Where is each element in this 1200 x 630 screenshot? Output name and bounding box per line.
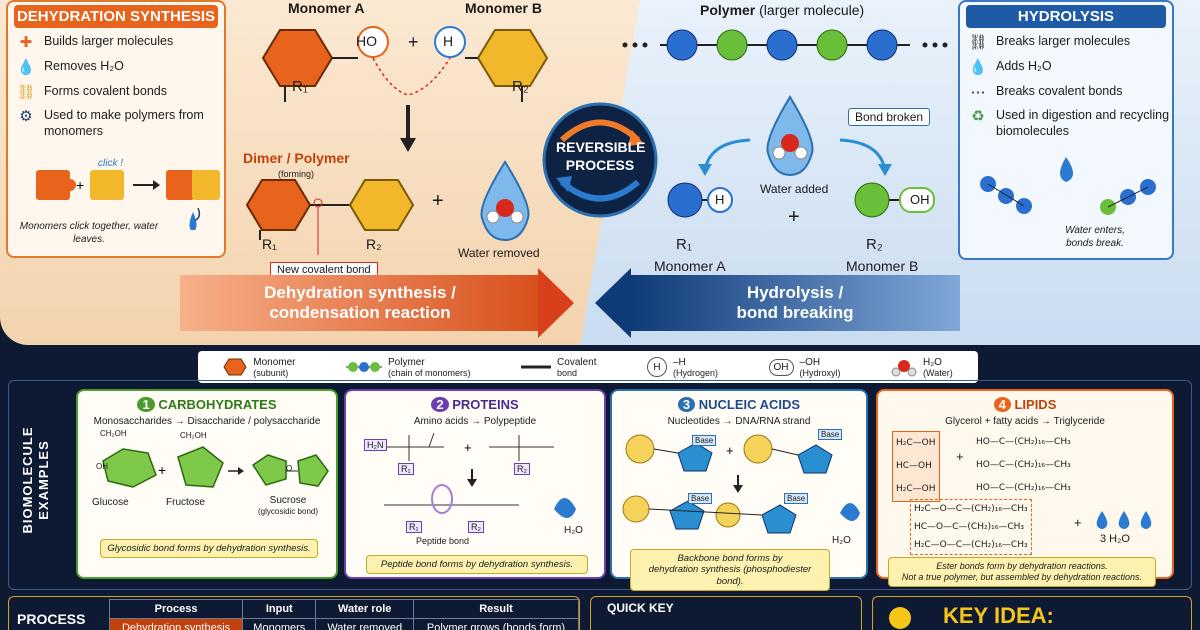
svg-text:+: + — [726, 443, 734, 458]
svg-text:+: + — [158, 462, 166, 478]
synthesis-arrow: Dehydration synthesis /condensation reac… — [180, 275, 540, 331]
quick-key-label: QUICK KEY — [607, 601, 674, 615]
click-label: click ! — [98, 158, 123, 169]
quick-key-panel: QUICK KEY — [590, 596, 862, 630]
card-proteins: 2 PROTEINS Amino acids → Polypeptide + H… — [344, 389, 606, 579]
legend: Monomer(subunit) Polymer(chain of monome… — [198, 351, 978, 383]
dehydration-info-box: DEHYDRATION SYNTHESIS ✚Builds larger mol… — [6, 0, 226, 258]
hyd-r1: R₁ — [676, 236, 692, 253]
three-water-drops — [1096, 511, 1152, 529]
hydrolysis-title: HYDROLYSIS — [966, 5, 1166, 28]
recycle-icon: ♻ — [971, 108, 985, 126]
polymer-chain — [622, 29, 948, 61]
nucleotide-structures: + — [622, 434, 860, 534]
monomer-b-title: Monomer B — [465, 0, 542, 16]
polymer-title: Polymer (larger molecule) — [700, 2, 865, 18]
sugar-rings: + — [102, 446, 329, 488]
triglyceride: H₂C—O—C—(CH₂)₁₆—CH₃ HC—O—C—(CH₂)₁₆—CH₃ H… — [910, 499, 1032, 555]
lipids-note: Ester bonds form by dehydration reaction… — [888, 557, 1156, 587]
legend-hydrogen: H–H(Hydrogen) — [647, 357, 718, 378]
dimer-molecule — [245, 179, 415, 255]
hydrolysis-info-box: HYDROLYSIS ⛓Breaks larger molecules 💧Add… — [958, 0, 1174, 260]
broken-chain-icon: ⋯ — [970, 83, 986, 101]
legend-monomer: Monomer(subunit) — [223, 357, 296, 378]
monomer-a-title: Monomer A — [288, 0, 365, 16]
hydrolysis-arrow: Hydrolysis /bond breaking — [630, 275, 960, 331]
hydrolysis-caption: Water enters,bonds break. — [1065, 225, 1125, 249]
hydrolysis-illustration — [980, 157, 1156, 215]
fatty-acids: HO—C—(CH₂)₁₆—CH₃ HO—C—(CH₂)₁₆—CH₃ HO—C—(… — [976, 437, 1071, 493]
sun-icon — [889, 607, 911, 629]
water-added-drop — [766, 95, 814, 177]
forming-label: (forming) — [278, 169, 315, 179]
r1-label: R₁ — [292, 78, 308, 95]
synthesis-reactants — [261, 26, 549, 152]
water-drop-icon: 💧 — [968, 58, 988, 76]
r2-label: R₂ — [512, 78, 529, 95]
glycerol-structure: H₂C—OH HC—OH H₂C—OH — [892, 431, 940, 502]
bond-broken-label: Bond broken — [848, 108, 931, 126]
gear-icon: ⚙ — [19, 108, 33, 126]
h-label: H — [443, 33, 454, 49]
svg-text:+: + — [76, 177, 84, 193]
water-removed-label: Water removed — [458, 246, 540, 260]
puzzle-icon: ✚ — [19, 34, 33, 51]
process-table-panel: PROCESS Process Input Water role Result … — [8, 596, 580, 630]
puzzle-click-illustration: + — [36, 170, 220, 230]
water-added-label: Water added — [760, 182, 829, 196]
hyd-r2: R₂ — [866, 236, 883, 253]
process-label: PROCESS — [17, 611, 86, 627]
legend-water: H₂O(Water) — [891, 357, 953, 378]
key-idea-panel: KEY IDEA: — [872, 596, 1192, 630]
amino-acid-structures: + — [384, 432, 576, 518]
plus-3: + — [788, 206, 800, 228]
ho-label: HO — [356, 33, 377, 49]
hyd-monomer-a: Monomer A — [654, 258, 726, 274]
process-table: Process Input Water role Result Dehydrat… — [108, 599, 579, 630]
plus-2: + — [432, 190, 444, 212]
hyd-monomer-b: Monomer B — [846, 258, 919, 274]
oh-product-label: OH — [910, 192, 930, 207]
legend-polymer: Polymer(chain of monomers) — [346, 357, 471, 378]
card-nucleic-acids: 3 NUCLEIC ACIDS Nucleotides → DNA/RNA st… — [610, 389, 868, 592]
dehydration-title: DEHYDRATION SYNTHESIS — [14, 5, 218, 28]
plus-1: + — [408, 32, 419, 52]
proteins-note: Peptide bond forms by dehydration synthe… — [366, 555, 588, 574]
hydrolysis-arrowhead — [595, 268, 631, 338]
water-removed-drop — [480, 160, 530, 242]
dimer-title: Dimer / Polymer — [243, 150, 350, 166]
synthesis-arrowhead — [538, 268, 574, 338]
key-idea-label: KEY IDEA: — [943, 603, 1054, 628]
broken-link-icon: ⛓ — [968, 34, 988, 51]
h-product-label: H — [715, 192, 725, 207]
carbs-note: Glycosidic bond forms by dehydration syn… — [100, 539, 318, 558]
svg-text:+: + — [464, 440, 472, 455]
dehydration-caption: Monomers click together, water leaves. — [19, 221, 159, 245]
water-drop-icon: 💧 — [16, 58, 36, 76]
card-carbohydrates: 1 CARBOHYDRATES Monosaccharides → Disacc… — [76, 389, 338, 579]
dimer-r2: R₂ — [366, 236, 382, 252]
dimer-r1: R₁ — [262, 236, 277, 252]
reversible-badge — [542, 102, 658, 218]
hydrolysis-products — [667, 138, 935, 218]
legend-hydroxyl: OH–OH(Hydroxyl) — [768, 357, 841, 378]
examples-frame — [8, 380, 1192, 590]
chain-link-icon: ⛓ — [16, 83, 36, 101]
card-lipids: 4 LIPIDS Glycerol + fatty acids → Trigly… — [876, 389, 1174, 587]
